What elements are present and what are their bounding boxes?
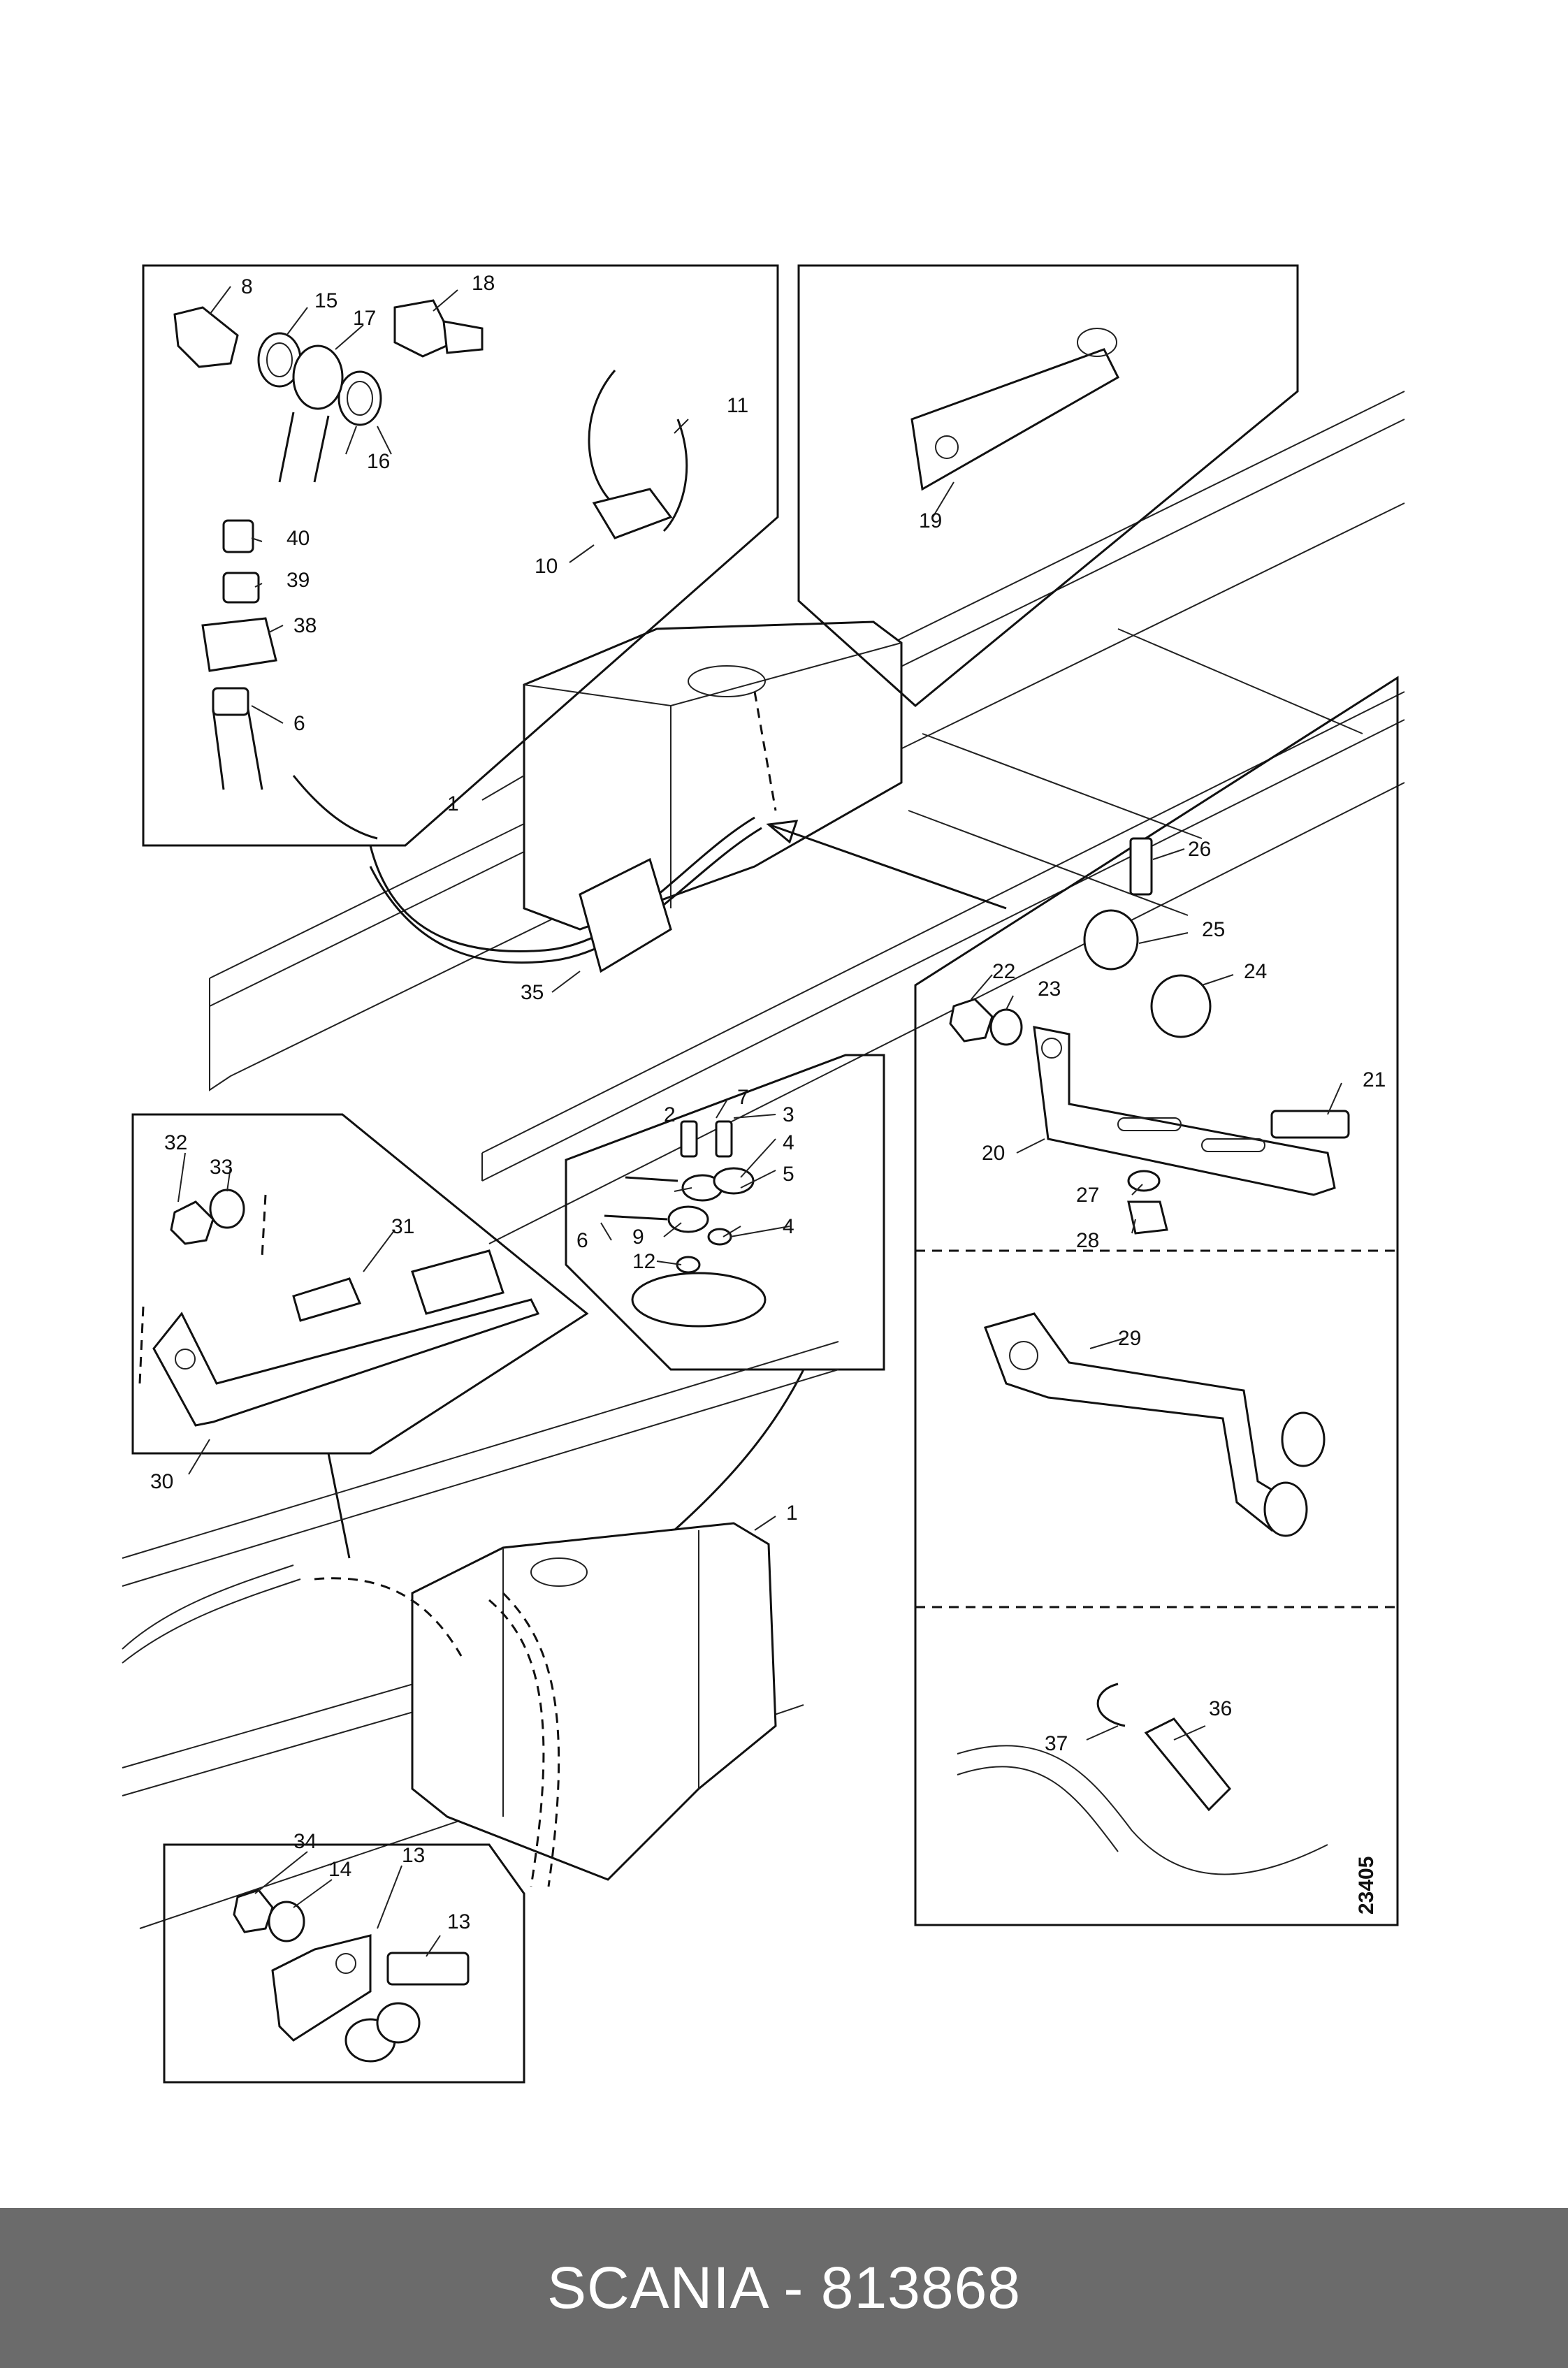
callout-numbers: 8 15 17 18 16 11 10 40 39 38 6 1 19 35 2… [150,272,1386,1933]
callout-17: 20 [982,1142,1005,1165]
callout-31: 30 [150,1470,173,1493]
callout-6-upper: 6 [293,712,305,735]
callout-1-lower: 1 [786,1502,798,1525]
callout-18: 21 [1363,1068,1386,1091]
callout-30: 34 [293,1830,317,1853]
callout-4-upper: 4 [783,1131,794,1154]
footer-bar: SCANIA - 813868 [0,2208,1568,2368]
chassis-frame-lower [122,1341,839,1929]
exploded-parts-diagram: 8 15 17 18 16 11 10 40 39 38 6 1 19 35 2… [122,264,1405,2084]
callout-13-upper: 15 [314,289,337,312]
callout-35: 35 [521,981,544,1004]
callout-25: 28 [1076,1229,1099,1252]
fuel-tank-lower [314,1522,777,1887]
callout-33: 32 [164,1131,187,1154]
callout-1-upper: 1 [447,792,459,815]
callout-38: 38 [293,614,317,637]
callout-34: 33 [210,1156,233,1179]
callout-36: 36 [1209,1697,1232,1720]
callout-28: 13 [447,1910,470,1933]
callout-3: 3 [783,1103,794,1126]
callout-39: 39 [286,569,310,592]
callout-29: 14 [328,1858,351,1881]
drawing-number: 23405 [1355,1857,1378,1915]
callout-37: 37 [1045,1732,1068,1755]
callout-22: 25 [1202,918,1225,941]
callout-21: 24 [1244,960,1267,983]
callout-19: 22 [992,960,1015,983]
callout-24: 27 [1076,1184,1099,1207]
callout-5: 5 [783,1163,794,1186]
callout-12: 8 [241,275,253,298]
callout-9: 12 [632,1250,655,1273]
callout-2: 2 [664,1103,676,1126]
callout-15: 18 [472,272,495,295]
callout-13-lower: 16 [367,450,390,473]
detail-panel-right [766,676,1399,1926]
callout-20: 23 [1038,978,1061,1001]
leader-lines [177,286,1342,1957]
detail-panel-left [131,1113,589,1559]
detail-panel-top-left [142,264,779,847]
callout-14: 17 [353,307,376,330]
part-number-caption: SCANIA - 813868 [546,2255,1022,2320]
callout-16: 19 [919,509,942,532]
callout-26: 29 [1118,1327,1141,1350]
callout-40: 40 [286,527,310,550]
callout-6-center: 6 [576,1229,588,1252]
callout-32: 31 [391,1215,414,1238]
callout-10: 10 [535,555,558,578]
fuel-tank-upper [369,620,903,964]
callout-7: 7 [737,1086,749,1109]
callout-8: 9 [632,1226,644,1249]
detail-panel-top-right [797,264,1299,707]
callout-23: 26 [1188,838,1211,861]
callout-27: 13 [402,1844,425,1867]
callout-11: 11 [727,394,748,417]
callout-4-lower: 4 [783,1215,794,1238]
bracket-35 [579,857,672,973]
detail-panel-center [565,1054,885,1560]
detail-panel-bottom-left [163,1843,525,2084]
